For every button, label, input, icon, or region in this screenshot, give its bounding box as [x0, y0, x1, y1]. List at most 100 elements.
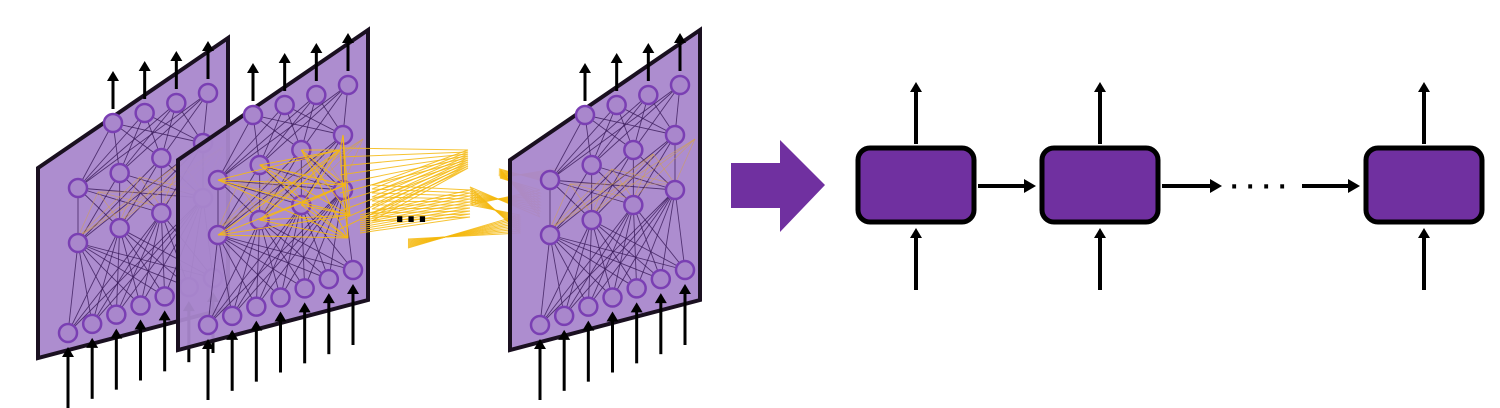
synapse — [217, 234, 257, 307]
synapse — [674, 189, 686, 271]
cell-box — [1039, 145, 1161, 225]
synapse — [591, 104, 618, 166]
lateral-edge — [237, 183, 302, 200]
neuron — [151, 147, 172, 169]
synapse — [259, 219, 354, 271]
synapse — [217, 234, 329, 280]
output-arrow-head — [579, 63, 591, 73]
synapse — [587, 219, 593, 307]
neuron — [134, 102, 155, 124]
cell-output-arrow-head — [1418, 82, 1430, 92]
neuron — [606, 94, 627, 116]
output-arrow-head — [674, 33, 686, 43]
synapse — [217, 104, 286, 181]
neuron — [197, 314, 219, 336]
synapse — [91, 212, 162, 325]
cell-output-arrow-head — [910, 82, 922, 92]
neuron — [578, 296, 599, 317]
synapse — [252, 114, 344, 136]
synapse — [255, 219, 261, 307]
recurrent-edge — [217, 179, 349, 239]
synapse — [140, 212, 162, 306]
synapse — [231, 204, 302, 317]
neuron — [270, 287, 291, 308]
synapse — [549, 234, 637, 289]
hidden-state-arrow-head — [1024, 179, 1036, 193]
synapse — [217, 114, 254, 181]
neuron — [130, 295, 151, 316]
layer-ellipsis: ... — [394, 195, 428, 230]
neuron — [650, 268, 672, 290]
neuron — [197, 82, 219, 104]
synapse — [67, 212, 162, 334]
synapse — [549, 234, 589, 307]
neuron — [539, 169, 561, 191]
neuron — [674, 259, 696, 281]
recurrent-edge — [300, 149, 349, 239]
synapse — [563, 219, 593, 316]
input-arrow-head — [558, 329, 571, 340]
recurrent-edge — [300, 149, 341, 206]
synapse — [217, 234, 233, 316]
input-arrow-head — [534, 339, 546, 349]
synapse — [549, 234, 661, 280]
neuron — [602, 287, 623, 308]
neuron — [221, 305, 243, 327]
input-arrow-head — [630, 302, 643, 313]
input-arrow-head — [86, 337, 99, 348]
synapse — [207, 234, 219, 326]
input-arrow-head — [606, 311, 619, 322]
synapse — [632, 84, 681, 151]
cell-box — [855, 145, 977, 225]
recurrent-edge — [339, 151, 471, 218]
network-panel-2 — [176, 26, 370, 400]
output-arrow-head — [278, 53, 291, 63]
recurrent-edge — [300, 149, 351, 216]
synapse — [77, 242, 165, 297]
lateral-edge — [97, 191, 162, 208]
neuron — [57, 322, 79, 344]
synapse — [549, 234, 613, 298]
cell-input-arrow-head — [1418, 228, 1430, 238]
lateral-edge — [674, 138, 696, 185]
cell-output-arrow-head — [1094, 82, 1106, 92]
synapse — [612, 204, 634, 298]
input-arrow-head — [347, 284, 359, 294]
synapse — [300, 204, 306, 289]
input-arrow-head — [679, 284, 691, 294]
recurrent-edge — [217, 234, 349, 239]
neuron — [67, 232, 89, 254]
synapse — [549, 94, 649, 181]
network-panel-n — [508, 26, 702, 400]
recurrent-edge — [342, 134, 349, 239]
neuron — [664, 124, 686, 146]
recurrent-edge — [339, 134, 344, 151]
synapse — [119, 227, 141, 306]
synapse — [549, 104, 618, 181]
synapse — [77, 92, 209, 189]
synapse — [259, 104, 286, 166]
synapse — [119, 102, 177, 174]
neuron — [102, 112, 124, 134]
recurrent-edge — [339, 157, 471, 224]
synapse — [77, 242, 189, 288]
output-arrow-head — [170, 51, 183, 61]
recurrent-edge — [339, 155, 471, 222]
synapse — [591, 219, 613, 298]
neuron — [67, 177, 89, 199]
synapse — [539, 204, 634, 326]
neuron — [154, 286, 175, 307]
synapse — [217, 234, 305, 289]
neuron — [581, 154, 602, 176]
synapse — [259, 219, 281, 298]
synapse — [217, 234, 354, 271]
neuron — [109, 162, 130, 184]
synapse — [67, 227, 121, 334]
neuron — [664, 179, 686, 201]
input-arrow-head — [322, 293, 335, 304]
synapse — [77, 112, 146, 189]
recurrent-edge — [259, 164, 349, 239]
neuron — [318, 268, 340, 290]
synapse — [632, 204, 662, 280]
